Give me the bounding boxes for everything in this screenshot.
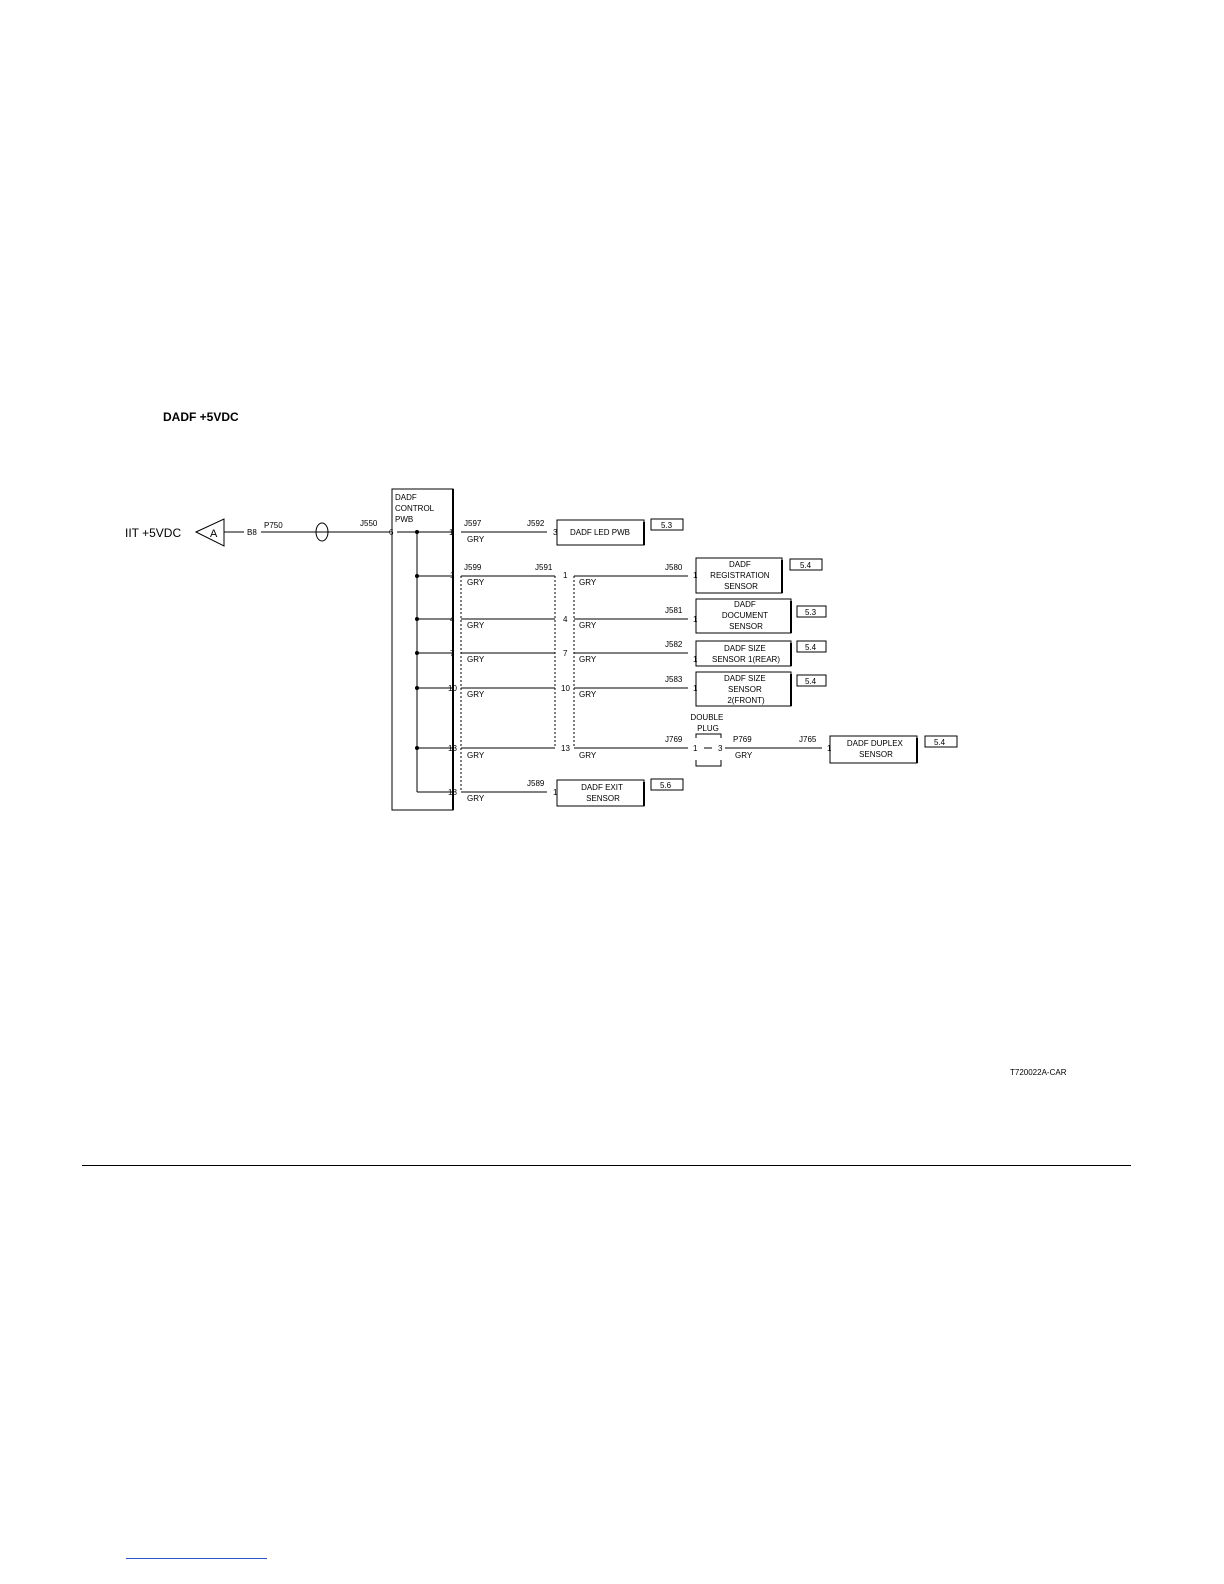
plug-in-pin: 1	[693, 744, 698, 753]
conn-j583-label: J583	[665, 675, 683, 684]
ref-flag	[796, 640, 827, 653]
page-divider	[82, 1165, 1131, 1166]
device-label: DADF LED PWB	[570, 528, 630, 537]
mid-pin-label: 10	[561, 684, 570, 693]
pin-label: 1	[449, 528, 454, 537]
harness-bundle-icon	[315, 522, 329, 542]
device-label: DADF REGISTRATION SENSOR	[710, 560, 772, 591]
row-exit-sensor: 18 GRY J589 1 DADF EXIT SENSOR 5.6	[448, 778, 684, 807]
device-label: DADF SIZE SENSOR 2(FRONT)	[724, 674, 768, 705]
diagram-title: DADF +5VDC	[163, 410, 239, 424]
source-tag: A	[210, 528, 218, 540]
ref-label: 5.6	[660, 781, 672, 790]
pin-label: 7	[450, 649, 455, 658]
row-document-sensor: 4 GRY 4 GRY J581 1 DADF DOCUMENT SENSOR …	[450, 598, 827, 634]
pin-label: 1	[450, 571, 455, 580]
mid-pin-label: 13	[561, 744, 570, 753]
control-pwb-box	[391, 488, 454, 811]
conn-j597-label: J597	[464, 519, 482, 528]
pin-label: 4	[450, 615, 455, 624]
ref-label: 5.3	[661, 521, 673, 530]
conn-j765-label: J765	[799, 735, 817, 744]
device-label: DADF DUPLEX SENSOR	[847, 739, 905, 759]
junction-dot	[415, 686, 419, 690]
wire-color-label: GRY	[467, 621, 485, 630]
wire-color-label: GRY	[467, 690, 485, 699]
device-label: DADF DOCUMENT SENSOR	[722, 600, 770, 631]
ref-label: 5.3	[805, 608, 817, 617]
junction-dot	[415, 617, 419, 621]
junction-dot	[415, 574, 419, 578]
ref-flag	[650, 518, 684, 531]
wire-color-label: GRY	[735, 751, 753, 760]
wire-color-label: GRY	[579, 751, 597, 760]
ref-label: 5.4	[934, 738, 946, 747]
row-registration-sensor: 1 J599 J591 GRY 1 GRY J580 1 DADF REGIST…	[450, 557, 823, 594]
conn-j591-label: J591	[535, 563, 553, 572]
plug-out-pin: 3	[718, 744, 723, 753]
ref-flag	[796, 605, 827, 618]
conn-j582-label: J582	[665, 640, 683, 649]
row-size-sensor-rear: 7 GRY 7 GRY J582 1 DADF SIZE SENSOR 1(RE…	[450, 640, 827, 667]
conn-j599-label: J599	[464, 563, 482, 572]
junction-dot	[415, 530, 419, 534]
double-plug-top	[695, 733, 722, 738]
mid-pin-label: 1	[563, 571, 568, 580]
wire-color-label: GRY	[467, 578, 485, 587]
p750-label: P750	[264, 521, 283, 530]
junction-dot	[415, 746, 419, 750]
source-arrow-icon: A	[194, 518, 225, 547]
ref-flag	[924, 735, 958, 748]
j550-label: J550	[360, 519, 378, 528]
ref-label: 5.4	[800, 561, 812, 570]
wire-color-label: GRY	[467, 794, 485, 803]
conn-j592-label: J592	[527, 519, 545, 528]
device-label: DADF EXIT SENSOR	[581, 783, 625, 803]
row-led-pwb: 1 J597 J592 GRY 3 DADF LED PWB 5.3	[449, 518, 684, 546]
double-plug-bottom	[695, 760, 722, 767]
end-pin-label: 1	[553, 788, 558, 797]
control-pwb-label: DADF CONTROL PWB	[395, 493, 436, 524]
wire-color-label: GRY	[579, 621, 597, 630]
conn-j581-label: J581	[665, 606, 683, 615]
conn-j769-label: J769	[665, 735, 683, 744]
conn-j589-label: J589	[527, 779, 545, 788]
pin-label: 18	[448, 788, 457, 797]
conn-p769-label: P769	[733, 735, 752, 744]
device-label: DADF SIZE SENSOR 1(REAR)	[712, 644, 780, 664]
wire-color-label: GRY	[467, 535, 485, 544]
row-duplex-sensor: 13 GRY 13 GRY J769 DOUBLE PLUG 1 3 P769 …	[448, 713, 958, 767]
figure-id: T720022A-CAR	[1010, 1068, 1067, 1077]
wire-color-label: GRY	[579, 578, 597, 587]
ref-flag	[789, 558, 823, 571]
end-pin-label: 3	[553, 528, 558, 537]
footer-link-underline[interactable]	[126, 1558, 267, 1559]
wire-color-label: GRY	[467, 751, 485, 760]
row-size-sensor-front: 10 GRY 10 GRY J583 1 DADF SIZE SENSOR 2(…	[448, 671, 827, 707]
wire-color-label: GRY	[579, 655, 597, 664]
wire-color-label: GRY	[467, 655, 485, 664]
pin-label: 10	[448, 684, 457, 693]
conn-j580-label: J580	[665, 563, 683, 572]
b8-label: B8	[247, 528, 257, 537]
ref-label: 5.4	[805, 677, 817, 686]
junction-dot	[415, 651, 419, 655]
pin-label: 13	[448, 744, 457, 753]
wire-color-label: GRY	[579, 690, 597, 699]
mid-pin-label: 7	[563, 649, 568, 658]
source-label: IIT +5VDC	[125, 526, 181, 540]
mid-pin-label: 4	[563, 615, 568, 624]
ref-flag	[650, 778, 684, 791]
double-plug-label: DOUBLE PLUG	[690, 713, 725, 733]
ref-label: 5.4	[805, 643, 817, 652]
ref-flag	[796, 674, 827, 687]
